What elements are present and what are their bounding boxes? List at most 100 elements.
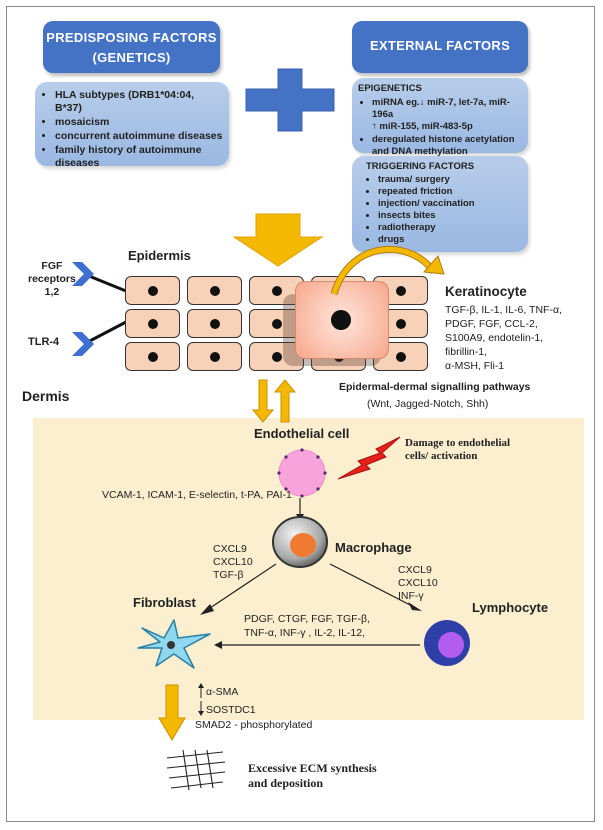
damage-line2: cells/ activation [405, 450, 478, 462]
triggering-factors-box: TRIGGERING FACTORS trauma/ surgery repea… [352, 156, 528, 252]
macrophage-left-cytokines: CXCL9 CXCL10 TGF-β [213, 543, 253, 582]
keratinocyte-factor-line: TGF-β, IL-1, IL-6, TNF-α, [445, 304, 562, 316]
triggering-item: drugs [378, 234, 524, 246]
ecm-mesh-icon [166, 749, 226, 790]
endothelial-markers: VCAM-1, ICAM-1, E-selectin, t-PA, PAI-1 [102, 489, 292, 501]
external-header-text: EXTERNAL FACTORS [369, 38, 511, 53]
triggering-item: radiotherapy [378, 222, 524, 234]
plus-icon [245, 68, 335, 132]
smad2-marker: SMAD2 - phosphorylated [195, 719, 313, 731]
keratinocyte-factors: TGF-β, IL-1, IL-6, TNF-α, PDGF, FGF, CCL… [445, 303, 562, 373]
keratinocyte-factor-line: fibrillin-1, [445, 346, 488, 358]
cytokine-label: CXCL9 [213, 543, 247, 555]
fibroblast-label: Fibroblast [133, 595, 196, 610]
highlighted-keratinocyte [295, 281, 389, 359]
bidirectional-arrows [251, 379, 297, 423]
endothelial-cell-icon [277, 448, 327, 498]
lightning-icon [337, 436, 401, 480]
genetics-box: HLA subtypes (DRB1*04:04, B*37) mosaicis… [35, 82, 229, 169]
dermis-label: Dermis [22, 388, 70, 404]
arrow-up-icon: ↑ [372, 121, 377, 132]
epigenetics-title: EPIGENETICS [358, 83, 422, 94]
fibroblast-icon [137, 619, 211, 669]
endothelial-damage-text: Damage to endothelial cells/ activation [405, 437, 510, 463]
signalling-title: Epidermal-dermal signalling pathways [339, 381, 531, 393]
up-arrow-icon [198, 683, 204, 698]
ecm-text: Excessive ECM synthesis and deposition [248, 761, 377, 791]
lymphocyte-cytokine-line: PDGF, CTGF, FGF, TGF-β, [244, 613, 371, 625]
genetics-item: mosaicism [55, 116, 223, 129]
external-factors-header: EXTERNAL FACTORS [352, 21, 528, 73]
big-down-arrow [232, 213, 324, 267]
ecm-line1: Excessive ECM synthesis [248, 761, 377, 775]
epigenetics-item: deregulated histone acetylation and DNA … [372, 134, 524, 158]
triggering-item: injection/ vaccination [378, 198, 524, 210]
macrophage-icon [272, 516, 328, 568]
predisposing-factors-header: PREDISPOSING FACTORS (GENETICS) [43, 21, 220, 73]
keratinocyte-cell [125, 309, 180, 338]
lymphocyte-cytokine-line: TNF-α, INF-γ , IL-2, IL-12, [244, 627, 366, 639]
macrophage-arrows [200, 563, 422, 615]
fgf-label-line1: FGF [41, 260, 63, 272]
mirna-up-list: miR-155, miR-483-5p [379, 121, 473, 132]
fgf-receptor-icon [72, 262, 94, 286]
fibroblast-down-arrow [158, 684, 186, 741]
sostdc1-marker: SOSTDC1 [206, 704, 256, 716]
signalling-subtitle: (Wnt, Jagged-Notch, Shh) [367, 398, 489, 410]
lymphocyte-cytokines: PDGF, CTGF, FGF, TGF-β, TNF-α, INF-γ , I… [244, 612, 370, 640]
epidermis-label: Epidermis [128, 248, 191, 263]
genetics-item: HLA subtypes (DRB1*04:04, B*37) [55, 89, 223, 115]
keratinocyte-cell [249, 342, 304, 371]
genetics-item: family history of autoimmune diseases [55, 144, 223, 170]
tlr4-label: TLR-4 [28, 336, 60, 348]
keratinocyte-cell [125, 342, 180, 371]
cytokine-label: CXCL9 [398, 564, 432, 576]
triggering-title: TRIGGERING FACTORS [366, 161, 475, 172]
cytokine-label: TGF-β [213, 569, 244, 581]
sma-marker: α-SMA [206, 686, 239, 698]
mirna-prefix: miRNA eg. [372, 97, 420, 108]
macrophage-right-cytokines: CXCL9 CXCL10 INF-γ [398, 564, 438, 603]
keratinocyte-cell [187, 309, 242, 338]
epigenetics-box: EPIGENETICS miRNA eg.↓ miR-7, let-7a, mi… [352, 78, 528, 157]
keratinocyte-factor-line: PDGF, FGF, CCL-2, [445, 318, 538, 330]
cytokine-label: CXCL10 [398, 577, 438, 589]
lymphocyte-to-fibroblast-arrow [214, 641, 420, 649]
triggering-item: insects bites [378, 210, 524, 222]
lymphocyte-icon [424, 620, 470, 666]
keratinocyte-factor-line: S100A9, endotelin-1, [445, 332, 544, 344]
cytokine-label: INF-γ [398, 590, 424, 602]
predisposing-header-line2: (GENETICS) [92, 50, 171, 65]
triggering-item: repeated friction [378, 186, 524, 198]
macrophage-label: Macrophage [335, 540, 412, 555]
keratinocyte-curved-arrow [330, 246, 445, 296]
genetics-list: HLA subtypes (DRB1*04:04, B*37) mosaicis… [39, 89, 223, 170]
arrow-down-icon: ↓ [419, 97, 425, 108]
damage-line1: Damage to endothelial [405, 437, 511, 449]
keratinocyte-factor-line: α-MSH, Fli-1 [445, 360, 505, 372]
fgf-receptor-label: FGF receptors 1,2 [28, 260, 76, 299]
mirna-down-list: miR-7, let-7a, miR-196a [372, 97, 510, 120]
genetics-item: concurrent autoimmune diseases [55, 130, 223, 143]
triggering-item: trauma/ surgery [378, 174, 524, 186]
epigenetics-mirna-item: miRNA eg.↓ miR-7, let-7a, miR-196a ↑ miR… [372, 97, 524, 133]
predisposing-header-line1: PREDISPOSING FACTORS [46, 30, 217, 45]
tlr4-receptor-icon [72, 332, 94, 356]
ecm-line2: and deposition [248, 776, 324, 790]
fgf-label-line2: receptors [28, 273, 76, 285]
cytokine-label: CXCL10 [213, 556, 253, 568]
endothelial-cell-label: Endothelial cell [254, 426, 350, 441]
keratinocyte-cell [125, 276, 180, 305]
epidermis-layer [125, 276, 438, 372]
keratinocyte-cell [249, 309, 304, 338]
lymphocyte-label: Lymphocyte [472, 600, 549, 615]
down-arrow-icon [198, 701, 204, 716]
keratinocyte-cell [187, 342, 242, 371]
keratinocyte-title: Keratinocyte [445, 284, 527, 299]
highlighted-nucleus [331, 310, 351, 330]
receptors-graphic [72, 262, 127, 356]
fgf-label-line3: 1,2 [44, 286, 60, 298]
keratinocyte-cell [249, 276, 304, 305]
keratinocyte-cell [187, 276, 242, 305]
figure-frame [6, 6, 595, 822]
